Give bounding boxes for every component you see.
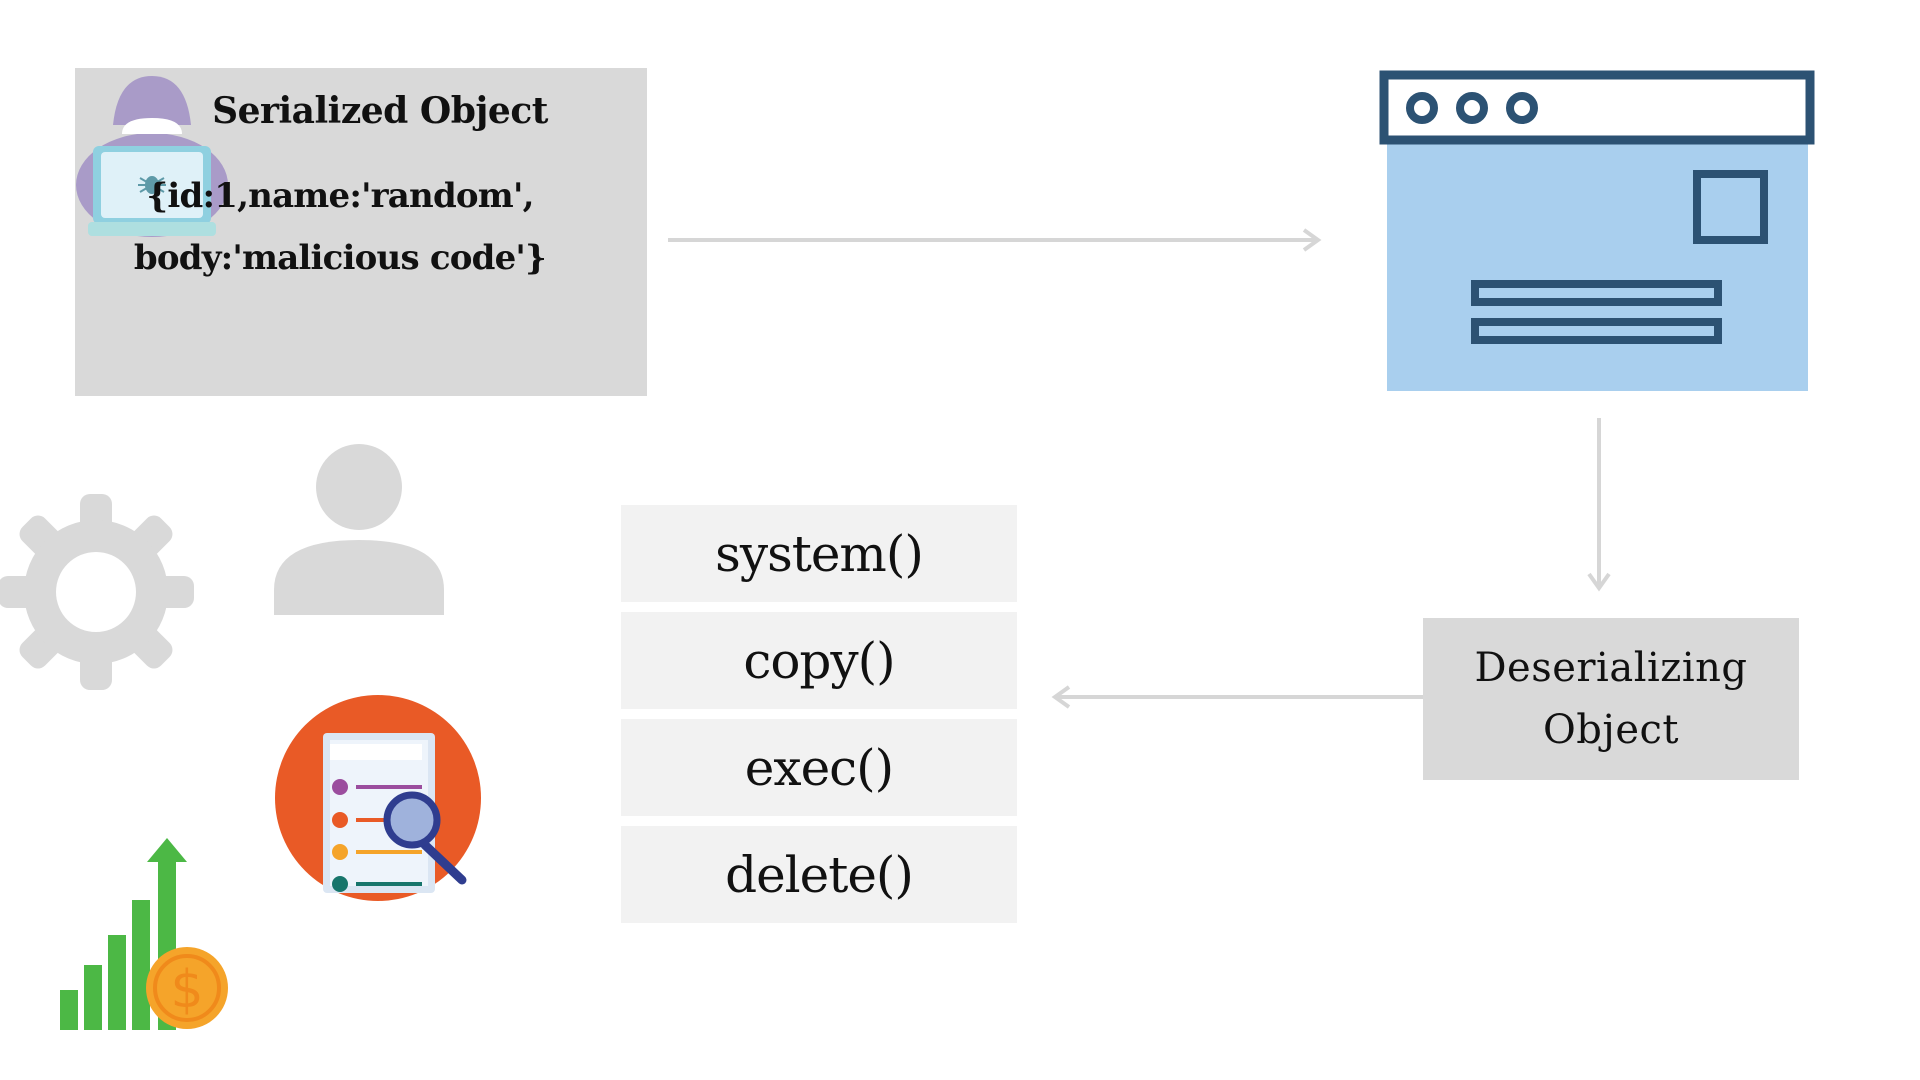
serialized-code-line-2: body:'malicious code'} [133,238,547,278]
dollar-coin-icon: $ [146,947,228,1029]
deserializing-label-line-1: Deserializing [1474,645,1748,691]
deserializing-object-box: Deserializing Object [1423,618,1799,780]
arrow-left-icon [1051,685,1423,709]
arrow-right-icon [668,228,1322,252]
method-delete: delete() [621,826,1017,923]
serialized-object-title: Serialized Object [212,90,548,132]
serialized-code-line-1: {id:1,name:'random', [146,176,534,216]
method-exec: exec() [621,719,1017,816]
arrow-down-icon [1587,418,1611,592]
method-copy: copy() [621,612,1017,709]
svg-text:$: $ [170,960,203,1020]
method-system: system() [621,505,1017,602]
deserializing-label-line-2: Object [1543,707,1679,753]
